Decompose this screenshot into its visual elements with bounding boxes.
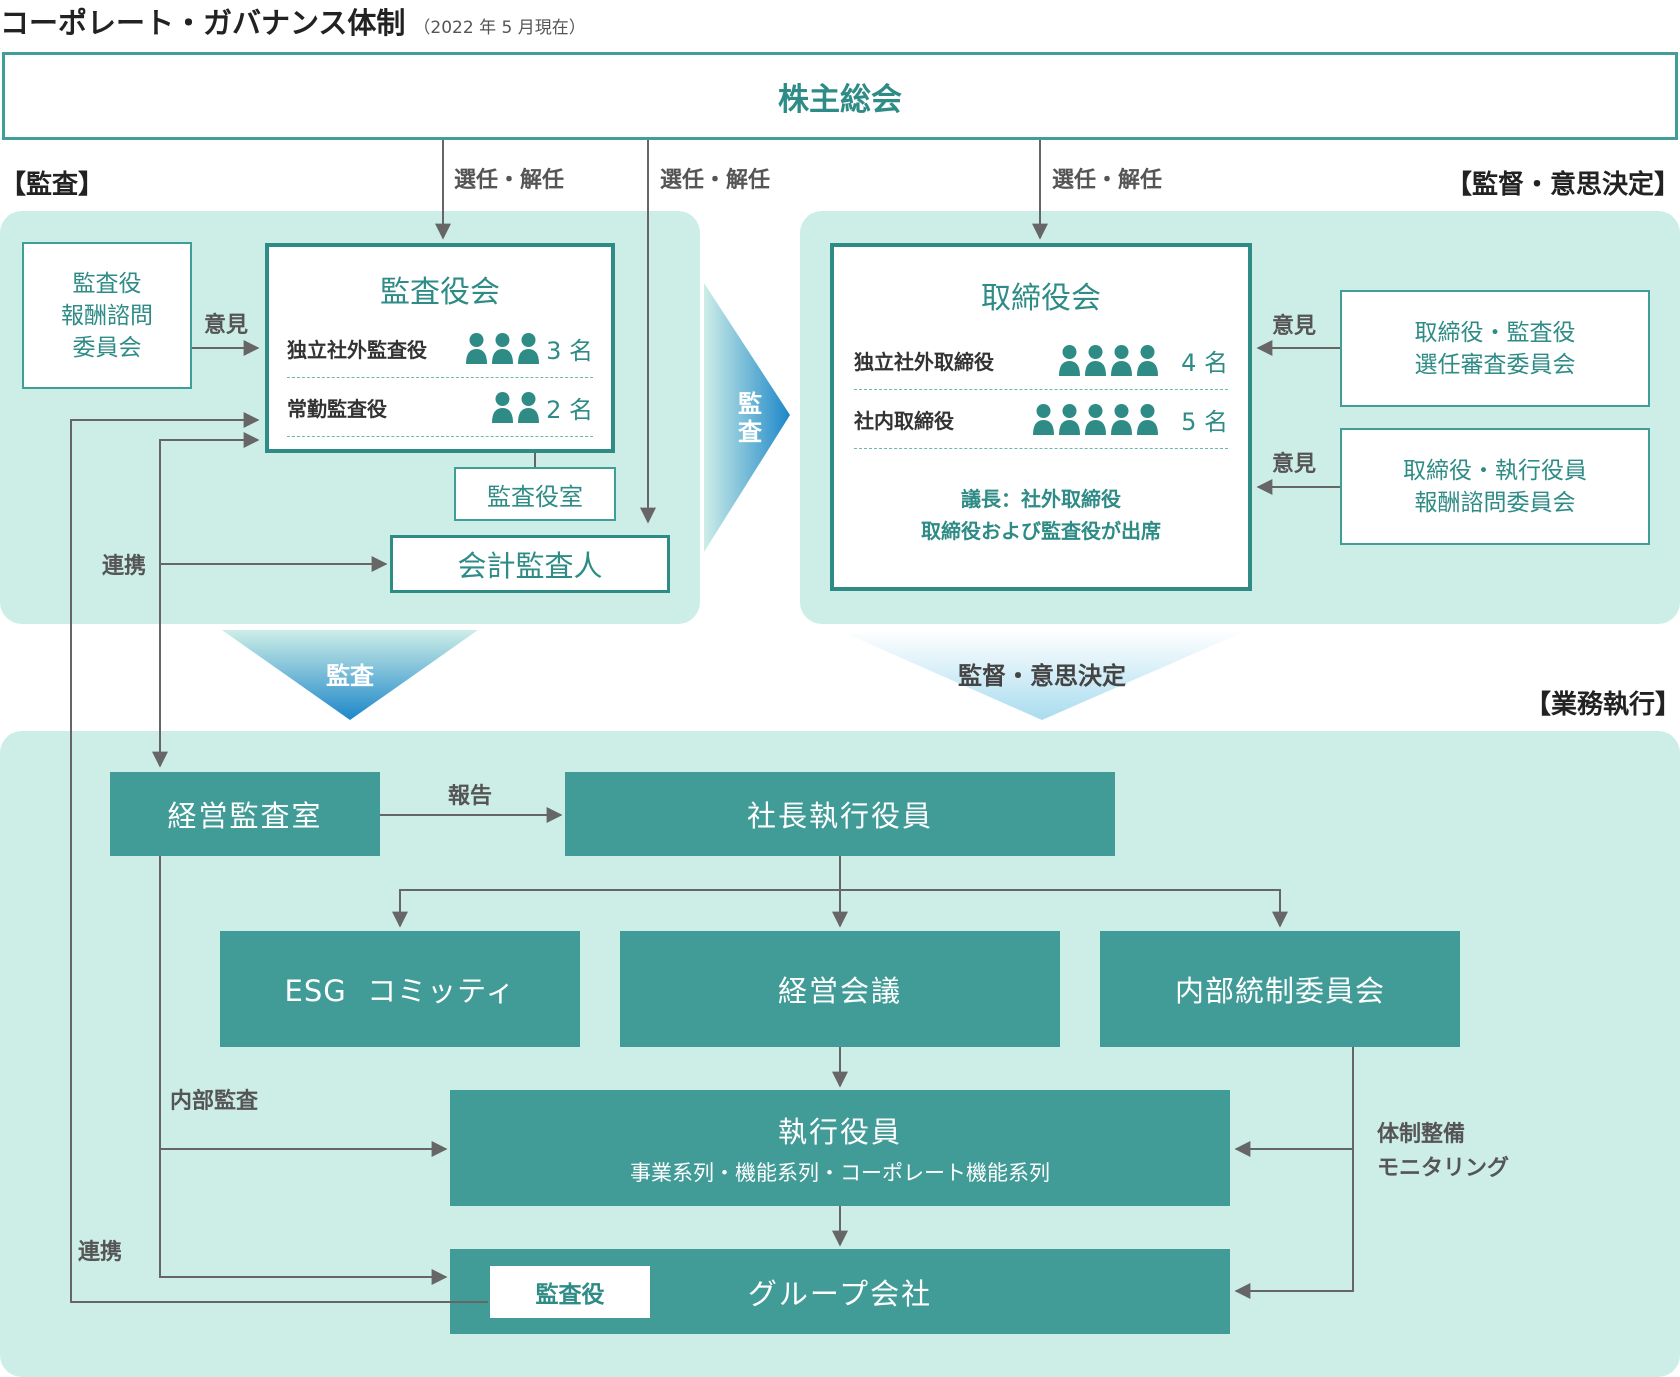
person-icon — [466, 333, 488, 364]
compensation-committee-label: 取締役・執行役員 報酬諮問委員会 — [1403, 457, 1587, 516]
person-icon — [1137, 345, 1159, 376]
executive-officers-subtitle: 事業系列・機能系列・コーポレート機能系列 — [630, 1161, 1050, 1185]
execution-section-label: 【業務執行】 — [1525, 690, 1680, 720]
internal-control-committee: 内部統制委員会 — [1100, 931, 1460, 1047]
audit-section-label: 【監査】 — [0, 170, 105, 200]
auditor-remuneration-committee-label: 監査役 報酬諮問 委員会 — [61, 270, 153, 361]
member-row-label: 独立社外監査役 — [287, 337, 427, 362]
supervision-arrow-label: 監督・意思決定 — [958, 662, 1126, 690]
opinion-label-nomination: 意見 — [1272, 314, 1317, 339]
management-meeting: 経営会議 — [620, 931, 1060, 1047]
auditors-office-label: 監査役室 — [487, 482, 583, 511]
internal-audit-office-label: 経営監査室 — [167, 799, 323, 833]
shareholders-meeting: 株主総会 — [2, 52, 1678, 140]
board-of-directors-rows: 独立社外取締役 4 名社内取締役 5 名 — [854, 331, 1228, 449]
member-count-group: 3 名 — [465, 331, 593, 366]
president-ceo-label: 社長執行役員 — [746, 799, 933, 833]
member-count: 4 名 — [1181, 348, 1228, 377]
compensation-committee: 取締役・執行役員 報酬諮問委員会 — [1340, 428, 1650, 545]
member-row: 独立社外監査役 3 名 — [287, 319, 593, 378]
auditor-remuneration-committee: 監査役 報酬諮問 委員会 — [22, 242, 192, 389]
nomination-committee: 取締役・監査役 選任審査委員会 — [1340, 290, 1650, 407]
member-count-group: 4 名 — [1058, 343, 1228, 378]
person-icon — [1033, 404, 1055, 435]
management-meeting-label: 経営会議 — [777, 974, 902, 1008]
report-label: 報告 — [448, 784, 493, 809]
executive-officers-title: 執行役員 — [777, 1115, 902, 1149]
person-icon — [1085, 404, 1107, 435]
member-count: 3 名 — [546, 336, 593, 365]
system-monitoring-label: 体制整備 モニタリング — [1377, 1122, 1510, 1181]
cooperation-label-upper: 連携 — [102, 554, 147, 579]
page-title: コーポレート・ガバナンス体制 — [0, 6, 406, 40]
people-icons — [1058, 344, 1159, 376]
people-icons — [1032, 403, 1159, 435]
shareholders-meeting-label: 株主総会 — [778, 81, 902, 118]
person-icon — [1085, 345, 1107, 376]
person-icon — [1137, 404, 1159, 435]
group-companies-label: グループ会社 — [747, 1276, 933, 1311]
person-icon — [518, 392, 540, 423]
page-title-area: コーポレート・ガバナンス体制 （2022 年 5 月現在） — [0, 0, 586, 40]
select-dismiss-label-1: 選任・解任 — [454, 168, 565, 193]
person-icon — [492, 333, 514, 364]
board-of-auditors-rows: 独立社外監査役 3 名常勤監査役 2 名 — [287, 319, 593, 437]
date-note: （2022 年 5 月現在） — [413, 18, 586, 38]
nomination-committee-label: 取締役・監査役 選任審査委員会 — [1414, 319, 1576, 378]
member-row: 社内取締役 5 名 — [854, 390, 1228, 449]
accounting-auditor-label: 会計監査人 — [457, 549, 603, 583]
group-auditor-box: 監査役 — [490, 1266, 650, 1318]
select-dismiss-label-2: 選任・解任 — [660, 168, 771, 193]
esg-committee: ESG コミッティ — [220, 931, 580, 1047]
board-of-directors: 取締役会 独立社外取締役 4 名社内取締役 5 名 議長：社外取締役 取締役および監… — [830, 243, 1252, 591]
cooperation-label-lower: 連携 — [78, 1240, 123, 1265]
member-count: 5 名 — [1181, 407, 1228, 436]
person-icon — [518, 333, 540, 364]
audit-vertical-label: 監査 — [738, 390, 762, 446]
board-of-directors-note: 議長：社外取締役 取締役および監査役が出席 — [921, 487, 1161, 543]
person-icon — [1059, 404, 1081, 435]
supervision-section-label: 【監督・意思決定】 — [1446, 170, 1680, 200]
member-count-group: 2 名 — [491, 390, 593, 425]
member-row: 常勤監査役 2 名 — [287, 378, 593, 437]
internal-control-committee-label: 内部統制委員会 — [1174, 974, 1385, 1008]
board-of-auditors-title: 監査役会 — [380, 275, 500, 310]
board-of-directors-title: 取締役会 — [981, 281, 1101, 316]
person-icon — [1111, 345, 1133, 376]
member-count: 2 名 — [546, 395, 593, 424]
board-of-auditors: 監査役会 独立社外監査役 3 名常勤監査役 2 名 — [265, 243, 615, 453]
internal-audit-office: 経営監査室 — [110, 772, 380, 856]
member-row-label: 常勤監査役 — [287, 396, 387, 421]
person-icon — [492, 392, 514, 423]
people-icons — [465, 332, 540, 364]
audit-arrow-label: 監査 — [326, 662, 374, 690]
president-ceo: 社長執行役員 — [565, 772, 1115, 856]
select-dismiss-label-3: 選任・解任 — [1052, 168, 1163, 193]
member-row-label: 社内取締役 — [854, 408, 954, 433]
member-count-group: 5 名 — [1032, 402, 1228, 437]
executive-officers: 執行役員 事業系列・機能系列・コーポレート機能系列 — [450, 1090, 1230, 1206]
member-row: 独立社外取締役 4 名 — [854, 331, 1228, 390]
person-icon — [1111, 404, 1133, 435]
group-auditor-label: 監査役 — [535, 1282, 605, 1308]
esg-committee-label: ESG コミッティ — [284, 974, 516, 1008]
accounting-auditor: 会計監査人 — [390, 535, 670, 593]
internal-audit-label: 内部監査 — [170, 1089, 259, 1114]
person-icon — [1059, 345, 1081, 376]
opinion-label-auditors: 意見 — [204, 313, 249, 338]
auditors-office: 監査役室 — [454, 467, 616, 521]
people-icons — [491, 391, 540, 423]
member-row-label: 独立社外取締役 — [854, 349, 994, 374]
opinion-label-compensation: 意見 — [1272, 452, 1317, 477]
